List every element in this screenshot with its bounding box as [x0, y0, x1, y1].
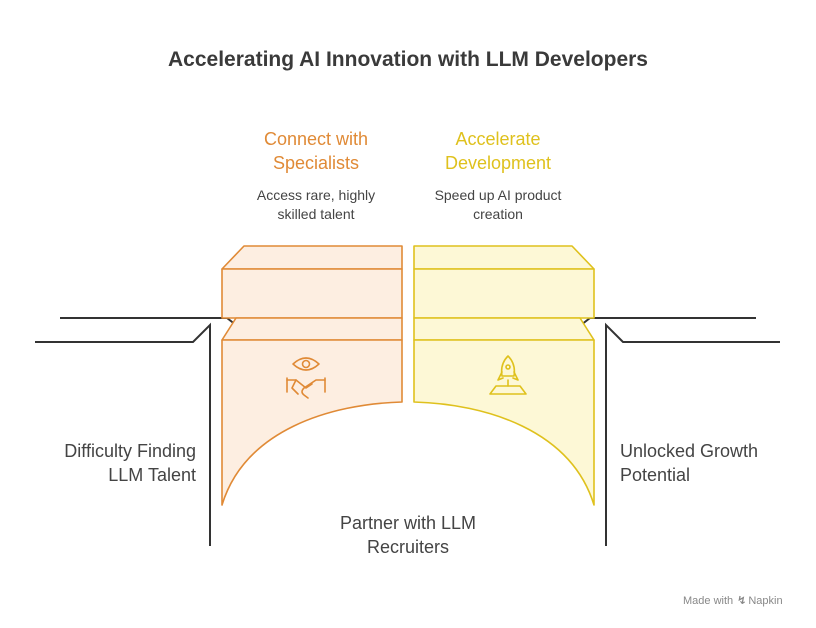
desc-line: skilled talent: [277, 206, 355, 222]
right-block-band: [413, 317, 595, 341]
desc-line: Access rare, highly: [256, 187, 376, 203]
made-with-napkin-credit[interactable]: Made with↯Napkin: [683, 594, 783, 607]
side-line: Unlocked Growth: [620, 441, 759, 461]
heading-line: Connect with: [263, 129, 369, 149]
napkin-bolt-icon: ↯: [737, 595, 747, 607]
heading-line: Development: [444, 153, 552, 173]
heading-line: Accelerate: [455, 129, 541, 149]
side-line: Difficulty Finding: [64, 441, 196, 461]
credit-prefix: Made with: [683, 595, 734, 607]
right-bridge-block: [413, 245, 595, 506]
right-arch: [413, 339, 595, 506]
bottom-line: Recruiters: [366, 537, 450, 557]
heading-line: Specialists: [272, 153, 360, 173]
left-block-band: [221, 317, 403, 341]
side-line: Potential: [620, 465, 691, 485]
page-title: Accelerating AI Innovation with LLM Deve…: [168, 48, 648, 71]
left-arch: [221, 339, 403, 506]
rocket-icon: [489, 355, 527, 395]
right-cliff-lower: [605, 322, 780, 546]
left-cliff-lower: [35, 322, 211, 546]
right-block-top: [413, 245, 595, 270]
desc-line: Speed up AI product: [434, 187, 562, 203]
label-partner-recruiters: Partner with LLM Recruiters: [258, 511, 558, 559]
desc-line: creation: [473, 206, 523, 222]
label-difficulty-finding-talent: Difficulty Finding LLM Talent: [20, 439, 196, 487]
heading-accelerate-development: Accelerate Development: [398, 127, 598, 175]
label-unlocked-growth: Unlocked Growth Potential: [620, 439, 796, 487]
handshake-eye-icon: [286, 357, 326, 399]
left-cliff-upper: [60, 317, 237, 326]
desc-accelerate-development: Speed up AI product creation: [398, 186, 598, 224]
left-block-front: [221, 268, 403, 319]
bottom-line: Partner with LLM: [339, 513, 477, 533]
left-bridge-block: [221, 245, 403, 506]
left-block-top: [221, 245, 403, 270]
right-block-front: [413, 268, 595, 319]
credit-brand: Napkin: [748, 595, 783, 607]
right-cliff-upper: [580, 317, 756, 326]
side-line: LLM Talent: [108, 465, 196, 485]
desc-connect-specialists: Access rare, highly skilled talent: [216, 186, 416, 224]
heading-connect-specialists: Connect with Specialists: [216, 127, 416, 175]
